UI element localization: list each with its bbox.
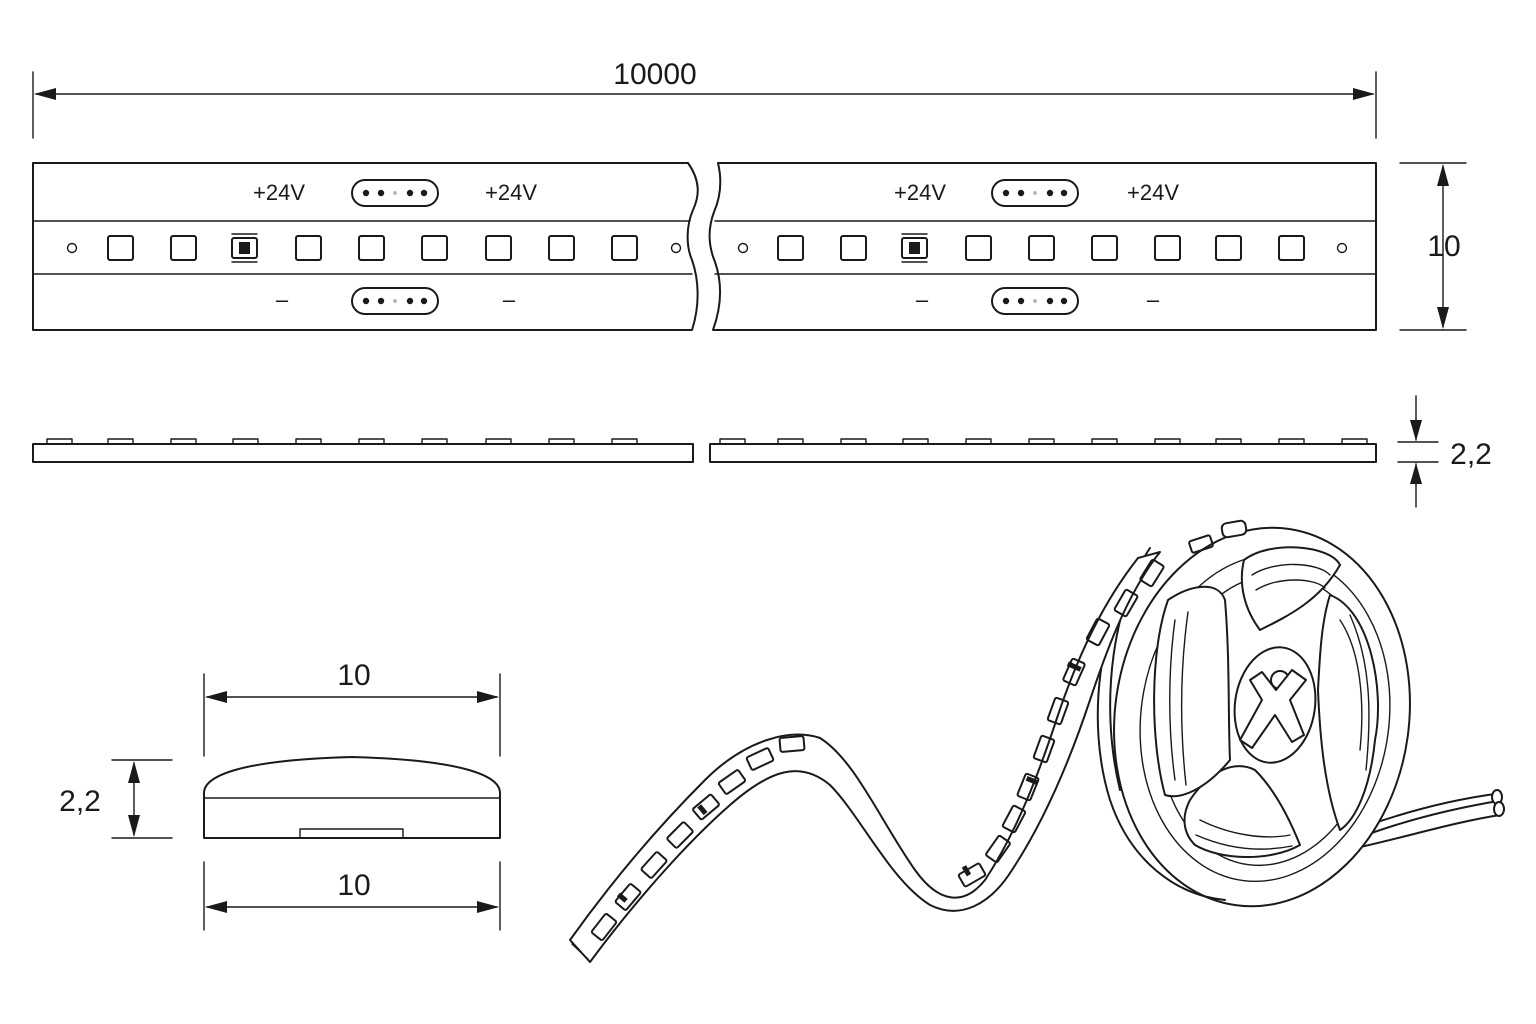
section-height-label: 2,2 <box>59 785 101 818</box>
solder-pads <box>351 179 1079 315</box>
reel-illustration <box>569 519 1505 963</box>
strip-top-view: +24V +24V +24V +24V – – – – <box>32 162 1377 331</box>
negative-label-1: – <box>276 287 289 312</box>
length-dimension-label: 10000 <box>613 58 696 91</box>
positive-label-4: +24V <box>1127 180 1179 205</box>
positive-label-3: +24V <box>894 180 946 205</box>
height-dimension: 2,2 <box>1397 395 1492 508</box>
negative-label-3: – <box>916 287 929 312</box>
width-dimension: 10 <box>1399 162 1467 331</box>
section-width-top-label: 10 <box>337 659 370 692</box>
length-dimension: 10000 <box>32 58 1377 139</box>
negative-label-2: – <box>503 287 516 312</box>
cross-section: 10 10 2,2 <box>59 659 501 931</box>
ic-components <box>231 233 928 263</box>
positive-label-2: +24V <box>485 180 537 205</box>
negative-label-4: – <box>1147 287 1160 312</box>
led-chips <box>107 235 1305 261</box>
strip-side-view <box>32 438 1377 463</box>
section-width-bottom-label: 10 <box>337 869 370 902</box>
positive-label-1: +24V <box>253 180 305 205</box>
height-dimension-label: 2,2 <box>1450 438 1492 471</box>
strip-ribbon <box>569 551 1165 963</box>
reel-leds <box>1188 519 1248 554</box>
width-dimension-label: 10 <box>1427 230 1460 263</box>
